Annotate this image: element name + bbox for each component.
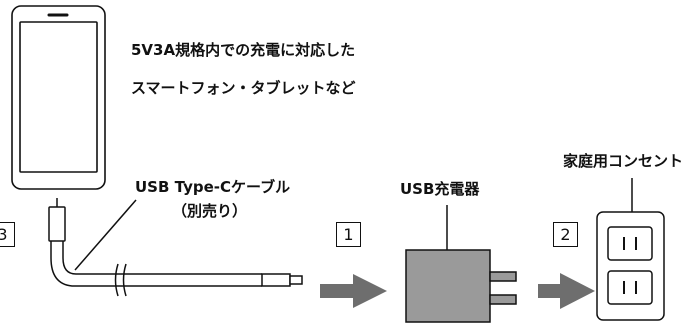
wall-outlet-icon — [596, 178, 665, 321]
step-number-1: 1 — [336, 222, 361, 247]
step-number-3: 3 — [0, 222, 15, 247]
cable-note: （別売り） — [172, 202, 248, 220]
smartphone-icon — [11, 5, 106, 190]
usb-charger-icon — [405, 205, 517, 323]
charger-label: USB充電器 — [400, 180, 480, 198]
device-description-line2: スマートフォン・タブレットなど — [131, 79, 356, 97]
usb-c-cable-icon — [48, 198, 303, 297]
arrow-right-icon — [538, 273, 595, 309]
outlet-label: 家庭用コンセント — [563, 152, 683, 170]
arrow-right-icon — [320, 274, 387, 308]
device-description-line1: 5V3A規格内での充電に対応した — [131, 41, 356, 59]
step-number-2: 2 — [553, 222, 578, 247]
cable-label: USB Type-Cケーブル — [135, 178, 291, 196]
